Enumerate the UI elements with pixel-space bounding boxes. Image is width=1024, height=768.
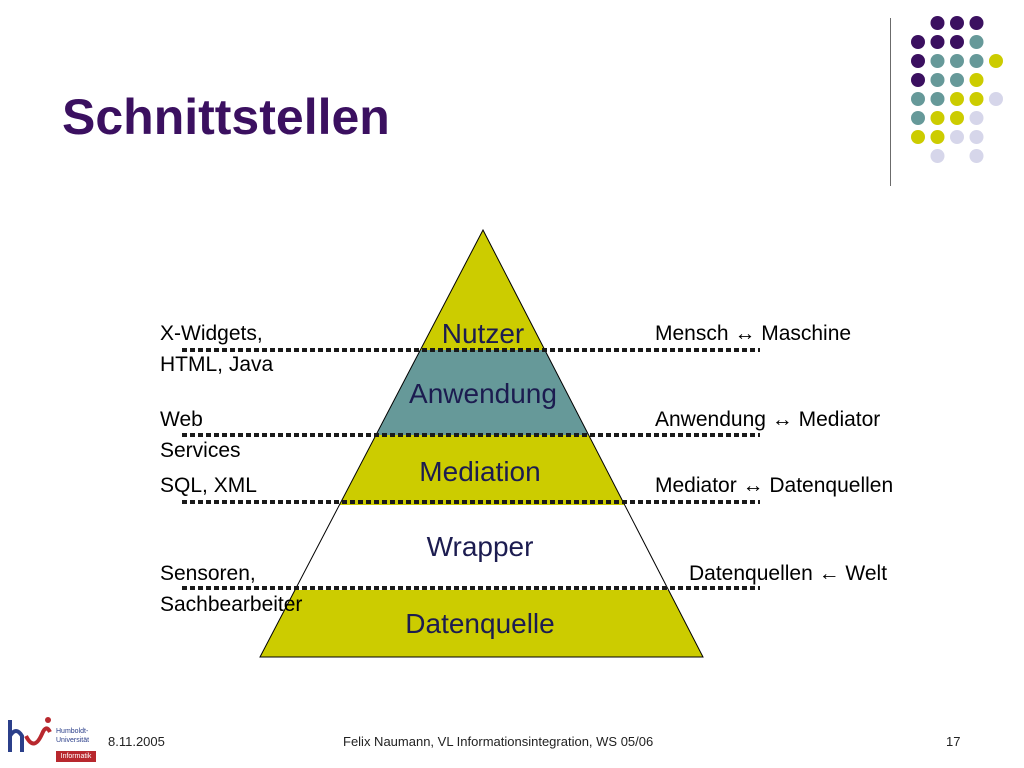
decorative-dot bbox=[930, 73, 945, 87]
decorative-dot bbox=[950, 73, 964, 87]
decorative-dot bbox=[930, 35, 945, 49]
decorative-dot bbox=[930, 16, 945, 30]
layer-label-anwendung: Anwendung bbox=[409, 378, 557, 409]
decorative-dot-grid bbox=[911, 16, 1003, 163]
decorative-dot bbox=[911, 130, 925, 144]
decorative-dot bbox=[930, 54, 945, 68]
layer-label-wrapper: Wrapper bbox=[426, 531, 534, 562]
decorative-dot bbox=[969, 130, 984, 144]
decorative-dot bbox=[969, 54, 984, 68]
decorative-dot bbox=[969, 73, 984, 87]
decorative-dot bbox=[950, 16, 964, 30]
logo-text-line2: Universität bbox=[56, 737, 90, 744]
pyramid-diagram bbox=[182, 228, 760, 658]
decorative-dot bbox=[930, 111, 945, 125]
interface-left-2b: Services bbox=[160, 439, 241, 462]
interface-left-1b: HTML, Java bbox=[160, 353, 274, 376]
decorative-dot bbox=[911, 111, 925, 125]
decorative-dot bbox=[911, 54, 925, 68]
interface-right-2: Anwendung ↔ Mediator bbox=[655, 408, 881, 431]
interface-left-2a: Web bbox=[160, 408, 203, 431]
decorative-dot bbox=[911, 73, 925, 87]
footer-date: 8.11.2005 bbox=[108, 734, 165, 749]
logo-text-line3: Informatik bbox=[56, 751, 96, 762]
interface-right-1: Mensch ↔ Maschine bbox=[655, 322, 852, 345]
decorative-dot bbox=[989, 92, 1003, 106]
interface-left-3a: SQL, XML bbox=[160, 474, 257, 497]
interface-right-4: Datenquellen ← Welt bbox=[689, 562, 888, 585]
slide-title: Schnittstellen bbox=[62, 89, 390, 145]
decorative-dot bbox=[969, 16, 984, 30]
decorative-dot bbox=[989, 54, 1003, 68]
pyramid-outline bbox=[259, 228, 704, 658]
university-logo: Humboldt- Universität Informatik bbox=[4, 712, 96, 762]
hi-logo-mark bbox=[8, 717, 52, 752]
decorative-dot bbox=[911, 35, 925, 49]
decorative-dot bbox=[969, 92, 984, 106]
pyramid-layer-datenquelle bbox=[260, 590, 703, 657]
decorative-dot bbox=[950, 35, 964, 49]
decorative-dot bbox=[911, 92, 925, 106]
layer-label-mediation: Mediation bbox=[419, 456, 541, 487]
decorative-dot bbox=[950, 54, 964, 68]
layer-label-datenquelle: Datenquelle bbox=[405, 608, 555, 639]
decorative-dot bbox=[930, 130, 945, 144]
decorative-dot bbox=[950, 130, 964, 144]
interface-left-1a: X-Widgets, bbox=[160, 322, 263, 345]
pyramid-layer-wrapper bbox=[260, 505, 703, 590]
logo-text-line1: Humboldt- bbox=[56, 728, 89, 735]
decorative-dot bbox=[969, 111, 984, 125]
decorative-dot bbox=[930, 149, 945, 163]
footer-center: Felix Naumann, VL Informationsintegratio… bbox=[343, 734, 654, 749]
decorative-dot bbox=[969, 149, 984, 163]
title-divider-line bbox=[890, 18, 891, 186]
layer-label-nutzer: Nutzer bbox=[441, 318, 525, 349]
interface-left-4b: Sachbearbeiter bbox=[160, 593, 303, 616]
decorative-dot bbox=[950, 111, 964, 125]
decorative-dot bbox=[950, 92, 964, 106]
footer-page-number: 17 bbox=[946, 734, 961, 749]
decorative-dot bbox=[930, 92, 945, 106]
decorative-dot bbox=[969, 35, 984, 49]
interface-right-3: Mediator ↔ Datenquellen bbox=[655, 474, 894, 497]
interface-left-4a: Sensoren, bbox=[160, 562, 256, 585]
